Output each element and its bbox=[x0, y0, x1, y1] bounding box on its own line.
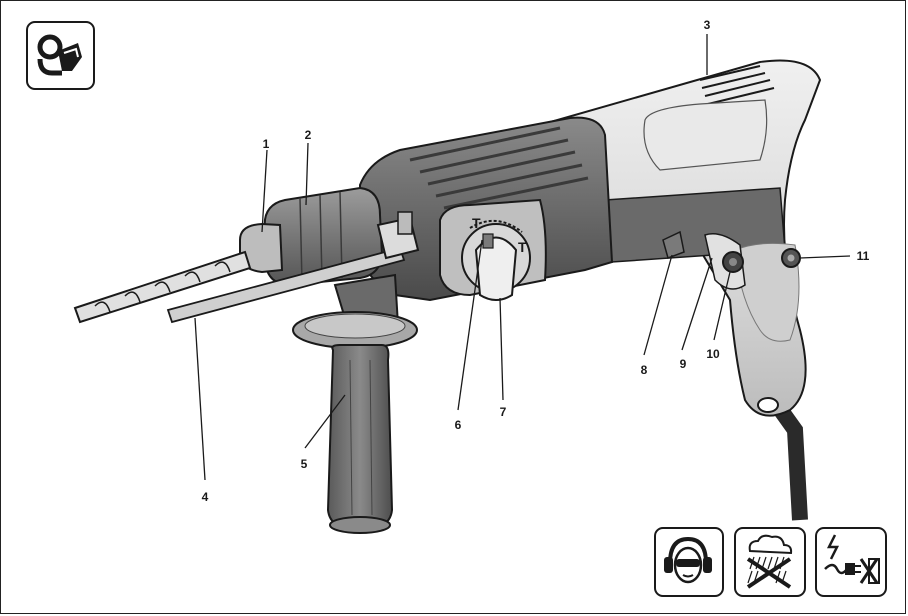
body-ribs bbox=[409, 126, 589, 210]
svg-text:T: T bbox=[472, 215, 481, 231]
reverse-switch bbox=[662, 230, 685, 259]
depth-stop-rod bbox=[166, 246, 406, 324]
drill-bit bbox=[73, 250, 252, 324]
callout-5: 5 bbox=[300, 457, 308, 471]
aux-handle-grip bbox=[326, 344, 394, 532]
unplug-before-service-icon bbox=[824, 534, 880, 584]
callout-7: 7 bbox=[499, 405, 507, 419]
read-manual-badge bbox=[26, 21, 95, 90]
motor-vents bbox=[699, 65, 775, 105]
read-manual-icon bbox=[37, 34, 82, 76]
callout-1: 1 bbox=[262, 137, 270, 151]
svg-text:T: T bbox=[518, 239, 527, 255]
hearing-eye-protection-icon bbox=[664, 536, 712, 584]
callout-2: 2 bbox=[304, 128, 312, 142]
callout-9: 9 bbox=[679, 357, 687, 371]
no-rain-exposure-badge bbox=[734, 527, 806, 597]
callout-6: 6 bbox=[454, 418, 462, 432]
callout-8: 8 bbox=[640, 363, 648, 377]
housing-panel bbox=[643, 99, 768, 171]
callout-11: 11 bbox=[856, 249, 870, 263]
leader-lines bbox=[194, 34, 851, 481]
unplug-before-service-badge bbox=[815, 527, 887, 597]
callout-10: 10 bbox=[706, 347, 720, 361]
callout-3: 3 bbox=[703, 18, 711, 32]
no-rain-exposure-icon bbox=[746, 534, 793, 589]
hearing-eye-protection-badge bbox=[654, 527, 724, 597]
callout-4: 4 bbox=[201, 490, 209, 504]
